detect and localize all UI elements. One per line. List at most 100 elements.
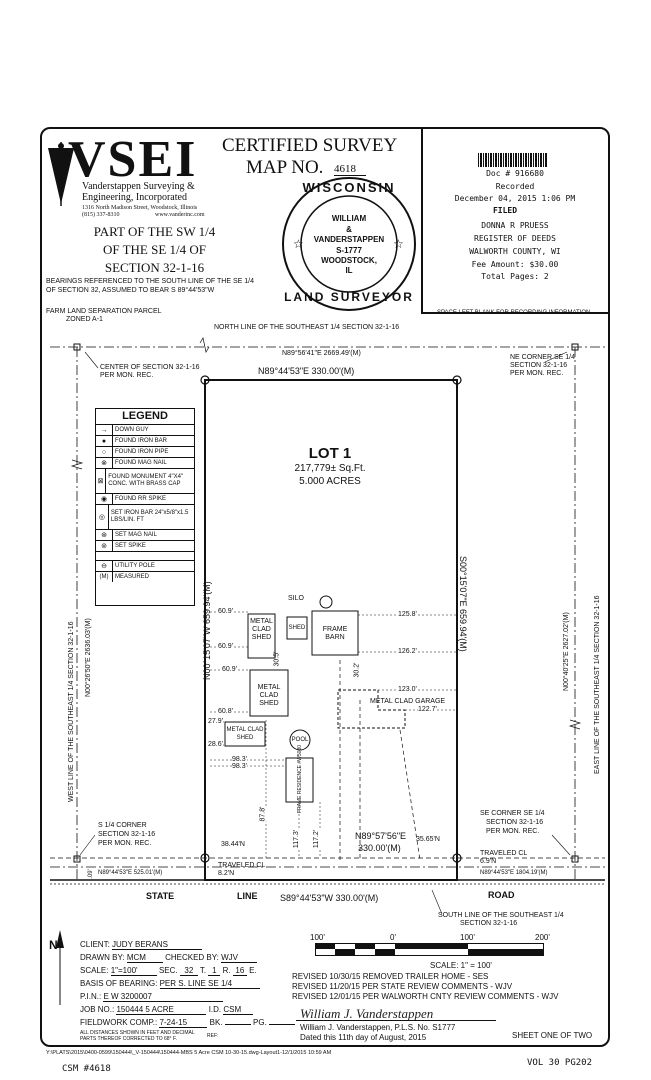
e-label: E. <box>249 966 257 975</box>
company-logo: VSEI <box>44 131 214 210</box>
ne-corner-2: SECTION 32-1-16 <box>510 362 568 369</box>
dim-125-8: 125.8' <box>398 611 417 619</box>
shed1-c: SHED <box>251 634 272 641</box>
legend-row: ⊗FOUND MAG NAIL <box>96 458 194 469</box>
dim-38-44: 38.44'N <box>221 841 245 848</box>
dim-117-2: 117.2' <box>313 829 322 849</box>
scale-field-value: 1"=100' <box>110 966 157 976</box>
distance-note-2: PARTS THEREOF CORRECTED TO 68° F. <box>80 1036 177 1042</box>
client-label: CLIENT: <box>80 940 110 949</box>
inner-bearing-1: N89°57'56"E <box>355 831 407 841</box>
title-certified-survey: CERTIFIED SURVEY <box>222 135 398 156</box>
bk-value <box>224 1024 251 1025</box>
revision-3: REVISED 12/01/15 PER WALWORTH CNTY REVIE… <box>292 992 559 1001</box>
traveled-cl-left-offset: 8.2'N <box>218 870 235 877</box>
legend-row: ●FOUND IRON BAR <box>96 436 194 447</box>
recording-doc: Doc # 916680 <box>486 169 544 178</box>
scale-field-label: SCALE: <box>80 966 109 975</box>
pin-label: P.I.N.: <box>80 992 102 1001</box>
dim-35-65: 35.65'N <box>416 836 440 843</box>
bearings-note-2: OF SECTION 32, ASSUMED TO BEAR S 89°44'5… <box>46 287 215 294</box>
recording-county: WALWORTH COUNTY, WI <box>469 247 561 256</box>
mag-nail-icon: ⊗ <box>96 458 113 468</box>
s-quarter-3: PER MON. REC. <box>98 840 152 847</box>
legend-label: SET SPIKE <box>115 542 146 549</box>
seal-line-6: IL <box>345 266 353 275</box>
signature-name: William J. Vanderstappen, P.L.S. No. S17… <box>300 1023 456 1032</box>
dim-98-3-a: 98.3' <box>232 756 247 764</box>
svg-text:☆: ☆ <box>393 237 404 251</box>
west-line-bearing: N00°26'50"E 2636.03'(M) <box>85 618 92 697</box>
traveled-cl-left: TRAVELED CL <box>218 862 266 869</box>
vol-page: VOL 30 PG202 <box>527 1058 593 1068</box>
legend-row: ◉FOUND RR SPIKE <box>96 494 194 505</box>
set-iron-bar-icon: ◎ <box>96 505 109 529</box>
lot-title: LOT 1 <box>308 445 352 462</box>
sec-label: SEC. <box>158 966 178 975</box>
legend-label: FOUND MAG NAIL <box>115 459 167 466</box>
recording-office: REGISTER OF DEEDS <box>474 234 556 243</box>
sec-value: 32 <box>179 966 198 976</box>
basis-label: BASIS OF BEARING: <box>80 979 158 988</box>
rr-spike-icon: ◉ <box>96 494 113 504</box>
east-line-bearing: N00°40'25"E 2627.02'(M) <box>563 612 570 691</box>
dim-123-0: 123.0' <box>398 686 417 694</box>
distance-note-1: ALL DISTANCES SHOWN IN FEET AND DECIMAL <box>80 1030 195 1036</box>
shed3-a: METAL CLAD <box>226 727 264 733</box>
bk-label: BK. <box>209 1018 223 1027</box>
signature-date: Dated this 11th day of August, 2015 <box>300 1033 427 1042</box>
scale-tick-0: 0' <box>390 933 396 942</box>
legend-row: ⊛SET MAG NAIL <box>96 530 194 541</box>
csm-number: CSM #4618 <box>62 1064 111 1074</box>
s-quarter-2: SECTION 32-1-16 <box>98 831 156 838</box>
id-label: I.D. <box>208 1005 222 1014</box>
seal-line-1: WILLIAM <box>331 214 367 223</box>
set-spike-icon: ⊚ <box>96 541 113 551</box>
seal-circle-icon: ☆ ☆ <box>282 177 416 311</box>
signature-line <box>296 1020 496 1021</box>
traveled-cl-right-offset: 6.9'N <box>480 858 497 865</box>
south-line-2: SECTION 32-1-16 <box>460 920 518 927</box>
job-row: JOB NO.: 150444 5 ACRE I.D. CSM <box>80 1005 254 1015</box>
surveyor-seal: ☆ ☆ WISCONSIN WILLIAM & VANDERSTAPPEN S-… <box>279 174 419 314</box>
iron-bar-icon: ● <box>96 436 113 446</box>
r-value: 16 <box>232 966 247 976</box>
basis-value: PER S. LINE SE 1/4 <box>159 979 260 989</box>
part-line-3: SECTION 32-1-16 <box>104 260 205 275</box>
garage-label: METAL CLAD GARAGE <box>370 698 446 705</box>
checked-value: WJV <box>221 953 258 963</box>
frame-barn-1: FRAME <box>322 626 348 633</box>
pg-label: PG. <box>253 1018 267 1027</box>
dim-27-9: 27.9' <box>208 718 223 726</box>
shed1-b: CLAD <box>252 626 271 633</box>
farm-note-1: FARM LAND SEPARATION PARCEL <box>46 308 162 315</box>
road-left-bearing: N89°44'53"E 525.01'(M) <box>98 870 163 876</box>
recording-blank-note: SPACE LEFT BLANK FOR RECORDING INFORMATI… <box>437 310 591 316</box>
field-label: FIELDWORK COMP.: <box>80 1018 158 1027</box>
barcode-icon <box>478 153 548 167</box>
road-line: LINE <box>237 891 258 901</box>
road-right-bearing: N89°44'53"E 1804.19'(M) <box>480 870 548 876</box>
recording-box <box>421 128 610 314</box>
se-corner-1: SE CORNER SE 1/4 <box>480 810 545 817</box>
seal-line-4: S-1777 <box>336 246 362 255</box>
legend-label: SET IRON BAR 24"x5/8"x1.5 LBS/LIN. FT <box>110 510 189 523</box>
south-line-1: SOUTH LINE OF THE SOUTHEAST 1/4 <box>438 912 564 919</box>
dim-117-3: 117.3' <box>293 829 302 849</box>
shed3-b: SHED <box>236 735 254 741</box>
signature-script: William J. Vanderstappen <box>300 1006 434 1021</box>
part-line-2: OF THE SE 1/4 OF <box>102 242 207 257</box>
legend-row: ◎SET IRON BAR 24"x5/8"x1.5 LBS/LIN. FT <box>96 505 194 530</box>
basis-row: BASIS OF BEARING: PER S. LINE SE 1/4 <box>80 979 260 989</box>
legend-row: ○FOUND IRON PIPE <box>96 447 194 458</box>
scale-bar-icon <box>315 943 544 956</box>
client-value: JUDY BERANS <box>112 940 203 950</box>
down-guy-icon: → <box>96 425 113 435</box>
north-arrow-icon: N <box>49 938 58 952</box>
legend-label: DOWN GUY <box>115 426 149 433</box>
dim-30-5: 30.5' <box>273 651 281 667</box>
dim-87-8: 87.8' <box>259 806 268 822</box>
s-quarter-1: S 1/4 CORNER <box>98 822 147 829</box>
recording-fee: Fee Amount: $30.00 <box>471 260 559 269</box>
seal-top-text: WISCONSIN <box>302 180 396 195</box>
